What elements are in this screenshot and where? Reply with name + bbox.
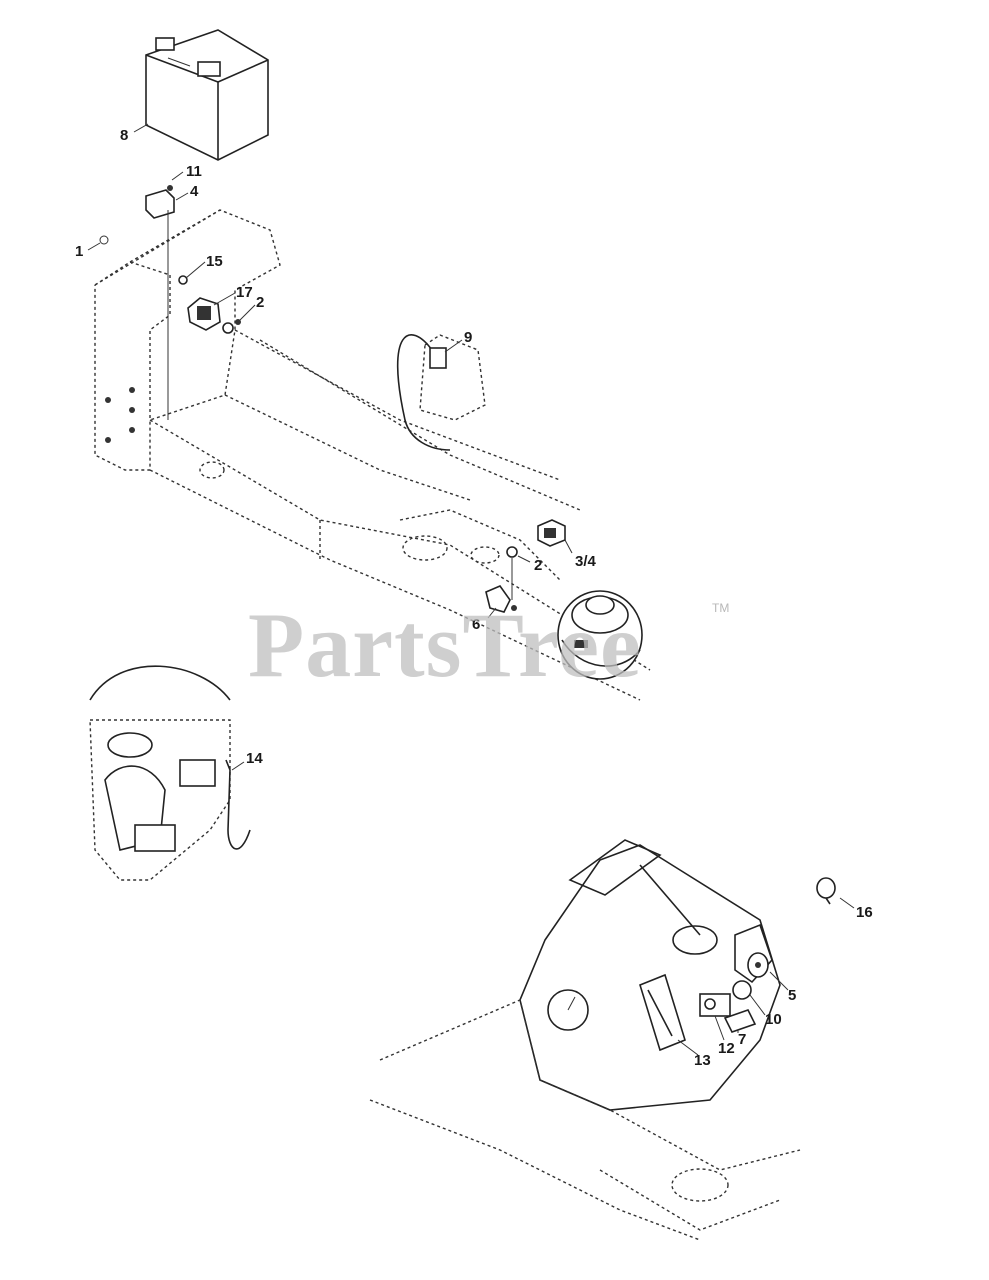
nut-2[interactable]	[506, 546, 518, 558]
callout-9: 9	[464, 329, 472, 346]
battery[interactable]	[145, 29, 269, 161]
callout-15: 15	[206, 253, 223, 270]
relay[interactable]	[145, 185, 175, 219]
callout-2-rear: 2	[534, 557, 542, 574]
watermark: PartsTree	[248, 594, 642, 696]
callout-11: 11	[186, 163, 202, 180]
seat-switch-bracket[interactable]	[396, 334, 486, 451]
nut[interactable]	[222, 319, 241, 334]
callout-16: 16	[856, 904, 873, 921]
screw[interactable]	[99, 235, 109, 245]
wire-connector[interactable]	[187, 297, 221, 331]
indicator-12[interactable]	[699, 993, 731, 1017]
callout-3-4: 3/4	[575, 553, 597, 570]
switch-3-4[interactable]	[537, 519, 566, 547]
callout-17: 17	[236, 284, 253, 301]
ignition-switch-5[interactable]	[734, 923, 773, 984]
throttle-lever-13[interactable]	[639, 973, 686, 1052]
dash-console	[369, 839, 801, 1241]
pto-clutch[interactable]	[557, 590, 643, 680]
engine-wire-14[interactable]	[225, 759, 251, 850]
tractor-frame	[94, 209, 651, 701]
callout-2-top: 2	[256, 294, 264, 311]
callout-6: 6	[472, 616, 480, 633]
fastener[interactable]	[178, 275, 188, 285]
callout-7: 7	[738, 1031, 746, 1048]
switch-7[interactable]	[723, 1009, 757, 1033]
callout-5: 5	[788, 987, 796, 1004]
callout-4: 4	[190, 183, 199, 200]
watermark-trademark: TM	[712, 601, 729, 615]
leader-lines	[87, 171, 855, 1056]
callout-8: 8	[120, 127, 128, 144]
callout-10: 10	[765, 1011, 782, 1028]
key-16[interactable]	[816, 877, 836, 905]
callout-14: 14	[246, 750, 263, 767]
switch-10[interactable]	[732, 980, 752, 1000]
callout-1: 1	[75, 243, 83, 260]
leader-8	[133, 123, 149, 133]
sensor-6[interactable]	[485, 585, 517, 613]
callout-13: 13	[694, 1052, 711, 1069]
callout-12: 12	[718, 1040, 735, 1057]
engine	[89, 665, 231, 881]
